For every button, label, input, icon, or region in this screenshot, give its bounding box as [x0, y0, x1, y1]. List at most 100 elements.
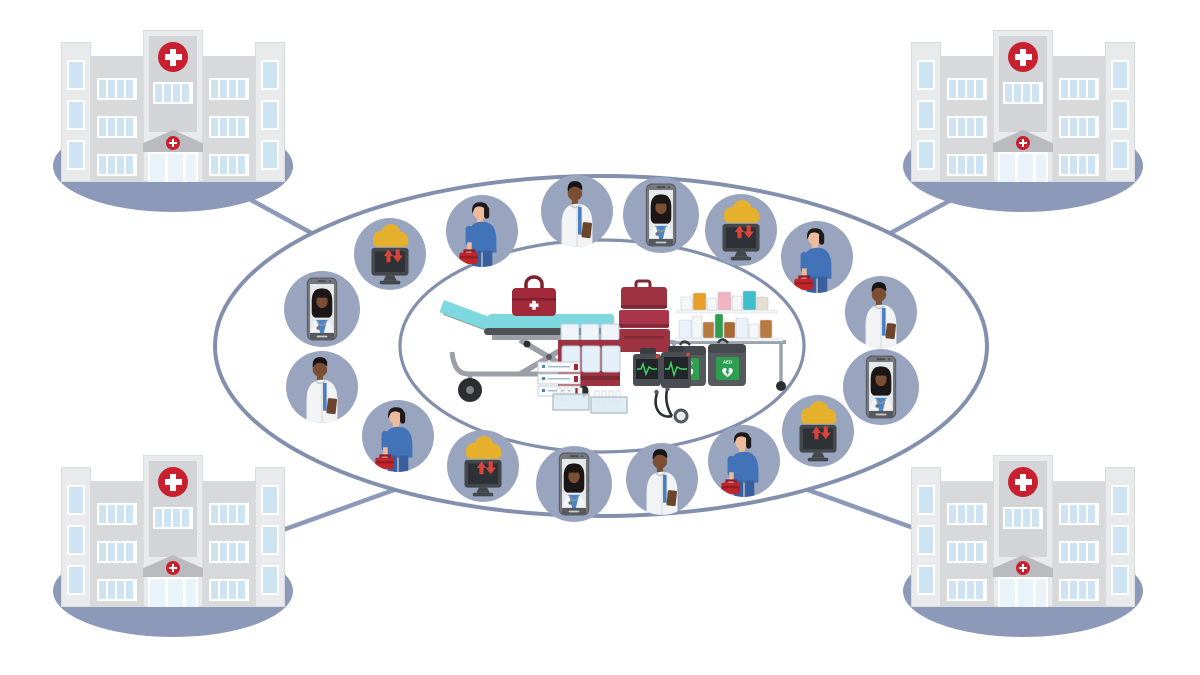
window — [261, 60, 279, 90]
window-band — [1003, 507, 1043, 529]
shelf-product — [691, 315, 703, 339]
shelf-product — [706, 297, 718, 311]
window — [1111, 60, 1129, 90]
hospital-mid-right — [203, 56, 255, 182]
red-cross-icon — [166, 136, 180, 150]
doctor-icon — [646, 449, 678, 515]
window-band — [1003, 82, 1043, 104]
hospital-mid-left — [91, 481, 143, 607]
avatar-telehealth-phone — [623, 177, 699, 253]
avatar-telehealth-phone — [843, 349, 919, 425]
doctor-icon — [561, 181, 593, 247]
window-band — [947, 78, 987, 100]
window — [261, 140, 279, 170]
red-cross-icon — [1016, 136, 1030, 150]
svg-text:AED: AED — [723, 360, 732, 365]
cloud-sync-monitor-icon — [722, 200, 760, 261]
window-band — [947, 541, 987, 563]
window — [67, 485, 85, 515]
window-band — [209, 503, 249, 525]
shelf-product — [680, 296, 693, 311]
telehealth-phone-icon — [558, 452, 590, 516]
shelf-product — [742, 290, 757, 311]
cart-wheel — [776, 381, 786, 391]
red-cross-icon — [158, 467, 188, 497]
down-arrow-icon — [820, 426, 831, 440]
patient-monitor — [661, 346, 691, 388]
window — [917, 565, 935, 595]
hospital-entrance-tower — [993, 30, 1053, 182]
window — [917, 525, 935, 555]
window — [917, 100, 935, 130]
nurse-medkit-icon — [794, 228, 832, 293]
window — [1111, 565, 1129, 595]
shelf-product — [717, 291, 732, 311]
doctor-icon — [865, 282, 897, 348]
window-band — [97, 503, 137, 525]
red-cross-icon — [1016, 561, 1030, 575]
window — [261, 100, 279, 130]
supply-cart — [670, 290, 786, 391]
hospital-building — [911, 30, 1135, 182]
window — [917, 60, 935, 90]
up-arrow-icon — [811, 426, 822, 440]
avatar-cloud-monitor — [782, 395, 854, 467]
avatar-cloud-monitor — [705, 194, 777, 266]
down-arrow-icon — [485, 461, 496, 475]
hospital-entrance-tower — [993, 455, 1053, 607]
cloud-icon — [373, 224, 409, 247]
hospital-wing-left — [61, 42, 91, 182]
cloud-icon — [466, 436, 502, 459]
window-band — [209, 116, 249, 138]
shelf-product — [735, 317, 749, 339]
avatar-doctor — [626, 443, 698, 515]
avatar-doctor — [845, 276, 917, 348]
window-band — [209, 579, 249, 601]
window — [67, 60, 85, 90]
red-cross-icon — [166, 561, 180, 575]
window-band — [1059, 116, 1099, 138]
entrance-canopy — [143, 555, 203, 577]
telehealth-phone-icon — [865, 355, 897, 419]
window — [1111, 100, 1129, 130]
entrance-canopy — [143, 130, 203, 152]
hospital-building — [911, 455, 1135, 607]
shelf-product — [678, 319, 692, 339]
entrance-doors — [148, 152, 198, 182]
cloud-icon — [801, 401, 837, 424]
nurse-medkit-icon — [459, 202, 497, 267]
cloud-sync-monitor-icon — [371, 224, 409, 285]
window-band — [947, 579, 987, 601]
hospital-mid-left — [91, 56, 143, 182]
window — [1111, 525, 1129, 555]
red-cross-icon — [1008, 467, 1038, 497]
down-arrow-icon — [392, 249, 403, 263]
avatar-nurse-with-medkit — [781, 221, 853, 293]
window-band — [97, 116, 137, 138]
shelf-product — [748, 323, 760, 339]
window-band — [947, 116, 987, 138]
patient-monitors — [633, 346, 691, 388]
entrance-doors — [998, 152, 1048, 182]
avatar-cloud-monitor — [354, 218, 426, 290]
shelf-product — [692, 292, 707, 311]
hospital-bottom-right — [898, 455, 1148, 637]
window-band — [97, 154, 137, 176]
hospital-wing-right — [1105, 42, 1135, 182]
hospital-wing-left — [61, 467, 91, 607]
shelf-product — [756, 296, 769, 311]
hospital-mid-right — [1053, 56, 1105, 182]
window-band — [97, 541, 137, 563]
hospital-entrance-tower — [143, 455, 203, 607]
window — [1111, 485, 1129, 515]
hospital-wing-right — [1105, 467, 1135, 607]
transport-cases — [618, 279, 670, 352]
cloud-sync-monitor-icon — [799, 401, 837, 462]
stethoscope — [654, 386, 689, 424]
nurse-medkit-icon — [721, 432, 759, 497]
hospital-mid-left — [941, 56, 993, 182]
window — [261, 565, 279, 595]
avatar-telehealth-phone — [284, 271, 360, 347]
window-band — [1059, 579, 1099, 601]
hospital-building — [61, 30, 285, 182]
